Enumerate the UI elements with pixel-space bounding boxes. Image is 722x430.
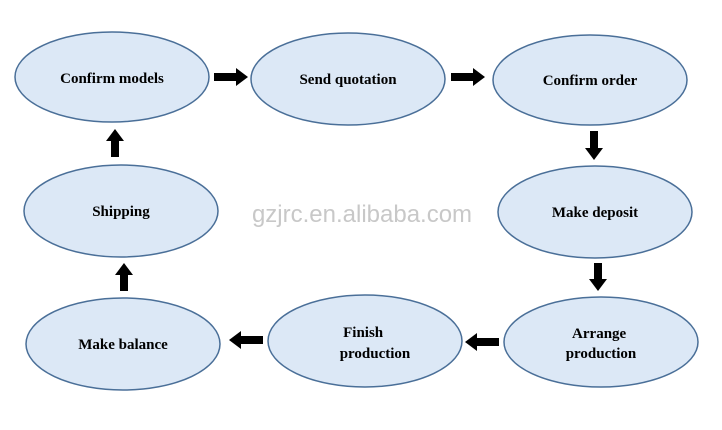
node-send-quotation-shape	[250, 32, 446, 126]
arrow-send-quotation-to-confirm-order	[451, 68, 485, 86]
node-make-deposit-label: Make deposit	[552, 205, 638, 221]
node-make-deposit-shape	[497, 165, 693, 259]
arrow-arrange-production-to-finish-production	[465, 333, 499, 351]
node-confirm-models: Confirm models	[14, 31, 210, 123]
node-send-quotation: Send quotation	[250, 32, 446, 126]
arrow-confirm-models-to-send-quotation	[214, 68, 248, 86]
node-arrange-production-shape	[503, 296, 699, 388]
arrow-make-deposit-to-arrange-production	[589, 263, 607, 291]
node-finish-production-shape	[267, 294, 463, 388]
watermark-text: gzjrc.en.alibaba.com	[252, 201, 472, 228]
node-shipping: Shipping	[23, 164, 219, 258]
node-shipping-shape	[23, 164, 219, 258]
node-finish-production-label: Finish production	[340, 325, 411, 362]
node-make-balance-shape	[25, 297, 221, 391]
arrow-make-balance-to-shipping	[115, 263, 133, 291]
node-confirm-order: Confirm order	[492, 34, 688, 126]
node-shipping-label: Shipping	[92, 204, 150, 220]
node-confirm-order-label: Confirm order	[543, 73, 638, 89]
flow-arrows	[106, 68, 607, 351]
node-confirm-models-shape	[14, 31, 210, 123]
arrow-confirm-order-to-make-deposit	[585, 131, 603, 160]
node-confirm-order-shape	[492, 34, 688, 126]
node-finish-production: Finish production	[267, 294, 463, 388]
node-make-balance: Make balance	[25, 297, 221, 391]
node-confirm-models-label: Confirm models	[60, 71, 164, 87]
node-make-deposit: Make deposit	[497, 165, 693, 259]
node-arrange-production-label: Arrange production	[566, 326, 637, 362]
node-make-balance-label: Make balance	[78, 337, 168, 353]
node-arrange-production: Arrange production	[503, 296, 699, 388]
node-send-quotation-label: Send quotation	[299, 72, 397, 88]
arrow-finish-production-to-make-balance	[229, 331, 263, 349]
arrow-shipping-to-confirm-models	[106, 129, 124, 157]
